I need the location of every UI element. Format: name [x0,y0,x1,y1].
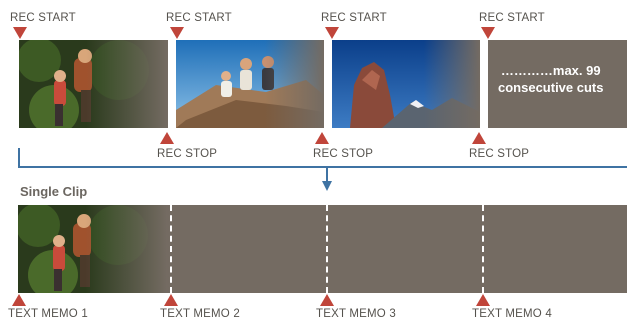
text-memo-label-1: TEXT MEMO 1 [8,308,88,320]
rec-start-marker-4 [481,27,495,39]
rec-start-marker-1 [13,27,27,39]
cut-1 [19,40,168,128]
merge-arrow-stem [326,167,328,181]
merge-bracket-line [18,166,627,168]
rec-start-label-4: REC START [479,12,545,24]
rec-stop-label-1: REC STOP [157,148,218,160]
cut-4: …………max. 99 consecutive cuts [488,40,627,128]
single-clip-thumbnail [18,205,167,293]
text-memo-marker-3 [320,294,334,306]
cut-2 [176,40,324,128]
text-memo-marker-4 [476,294,490,306]
forest-hikers-thumbnail [19,40,168,128]
rec-stop-marker-2 [315,132,329,144]
rec-start-label-1: REC START [10,12,76,24]
merge-bracket-left [18,148,20,167]
memo-divider-2 [170,205,172,293]
cut-3 [332,40,480,128]
memo-divider-4 [482,205,484,293]
max-cuts-line-2: consecutive cuts [498,80,604,95]
text-memo-label-2: TEXT MEMO 2 [160,308,240,320]
rec-stop-label-2: REC STOP [313,148,374,160]
single-clip-bar [18,205,627,293]
rec-stop-marker-3 [472,132,486,144]
max-cuts-line-1: …………max. 99 [500,63,601,78]
memo-divider-3 [326,205,328,293]
text-memo-label-3: TEXT MEMO 3 [316,308,396,320]
rec-stop-label-3: REC STOP [469,148,530,160]
rec-start-label-3: REC START [321,12,387,24]
mountain-peak-thumbnail [332,40,480,128]
merge-arrow-icon [322,181,332,191]
text-memo-marker-2 [164,294,178,306]
rec-start-marker-3 [325,27,339,39]
single-clip-title: Single Clip [20,184,88,199]
rec-stop-marker-1 [160,132,174,144]
text-memo-label-4: TEXT MEMO 4 [472,308,552,320]
rec-start-label-2: REC START [166,12,232,24]
rec-start-marker-2 [170,27,184,39]
max-cuts-note: …………max. 99 consecutive cuts [498,62,604,96]
text-memo-marker-1 [12,294,26,306]
rock-group-thumbnail [176,40,324,128]
